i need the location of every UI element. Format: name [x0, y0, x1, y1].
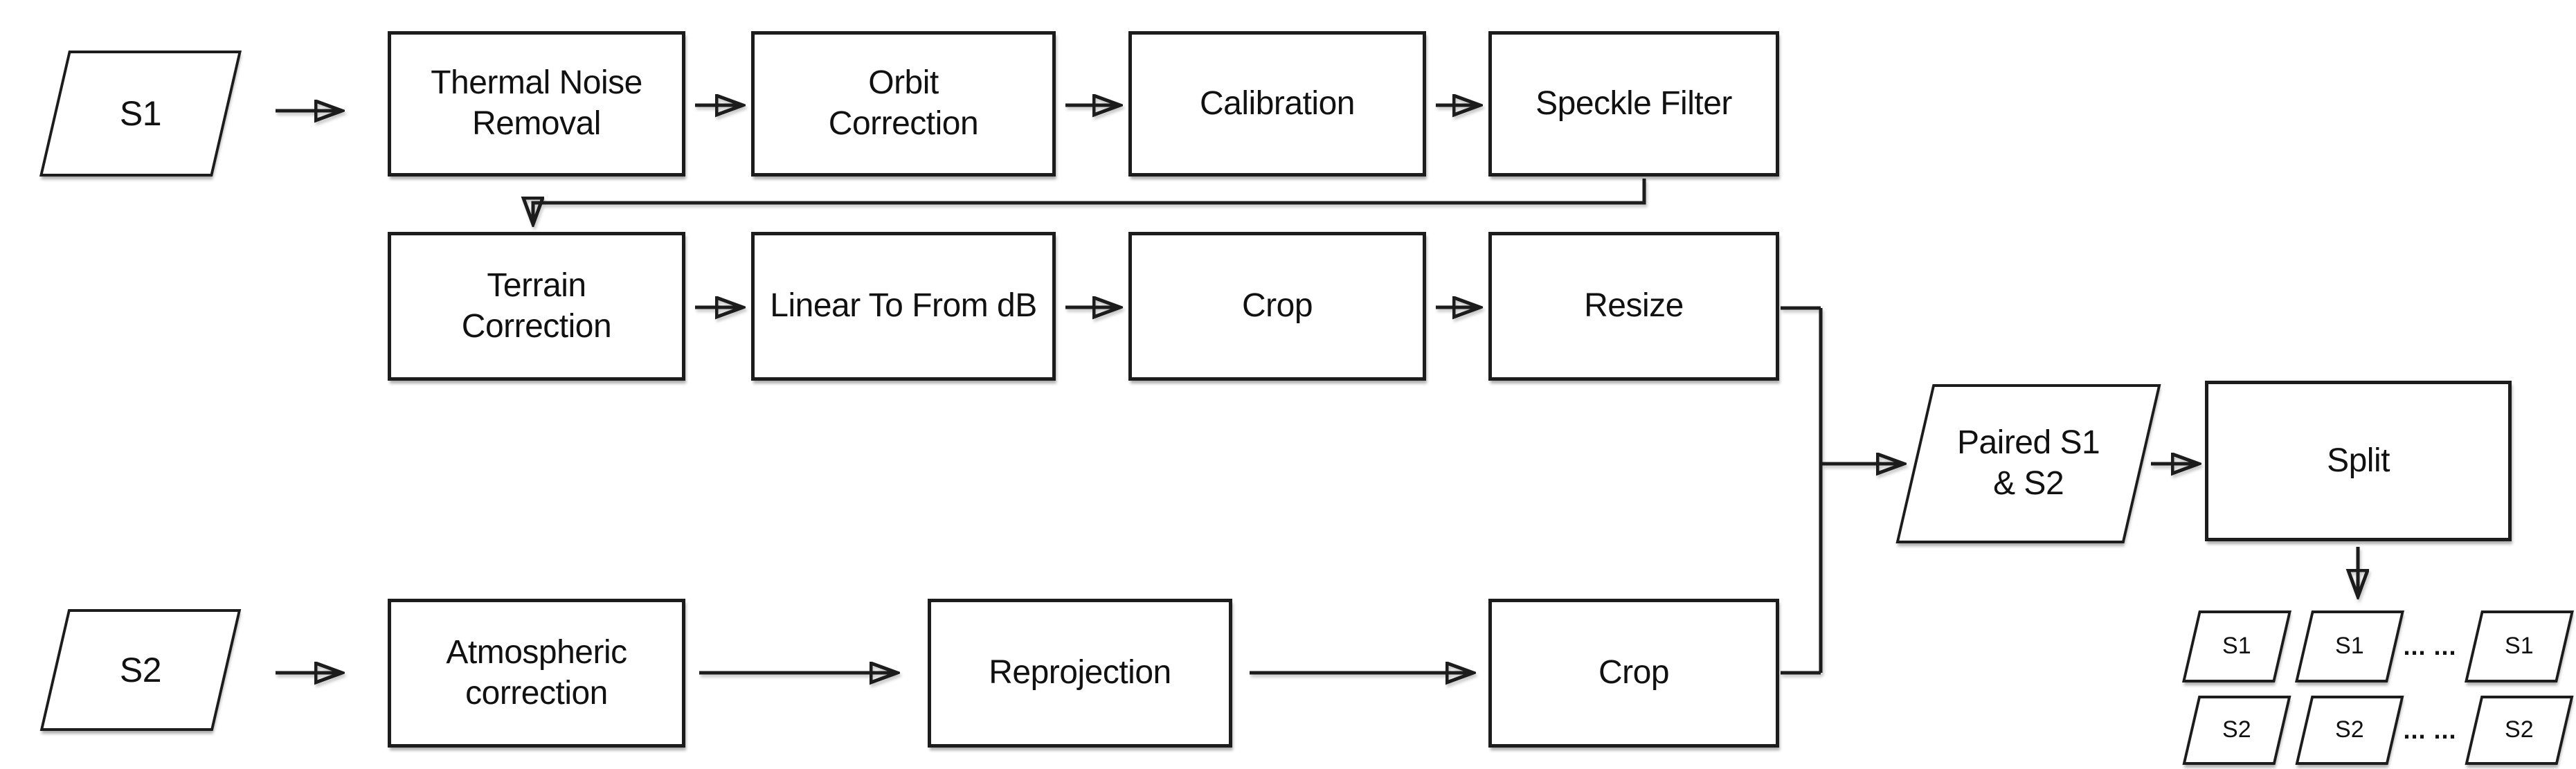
tile-label: S2 — [2222, 716, 2251, 743]
node-label: Thermal Noise Removal — [431, 64, 642, 142]
output-tile-s2-1: S2 — [2182, 696, 2291, 765]
tile-label: S2 — [2335, 716, 2364, 743]
tile-label: S1 — [2505, 633, 2534, 660]
output-tile-s1-1: S1 — [2181, 610, 2292, 682]
node-label: Crop — [1598, 654, 1670, 691]
ellipsis-s1-row: ... ... — [2403, 632, 2457, 660]
connector-speckle-to-terrain — [533, 179, 1646, 224]
node-crop-s1: Crop — [1128, 232, 1426, 381]
node-linear-to-from-db: Linear To From dB — [751, 232, 1056, 381]
node-thermal-noise-removal: Thermal Noise Removal — [388, 31, 685, 177]
node-reprojection: Reprojection — [928, 599, 1232, 748]
node-label: S2 — [119, 650, 162, 689]
ellipsis-s2-row: ... ... — [2403, 716, 2457, 744]
node-terrain-correction: Terrain Correction — [388, 232, 685, 381]
tile-label: S2 — [2505, 716, 2534, 743]
output-tile-s1-3: S1 — [2464, 610, 2575, 682]
node-calibration: Calibration — [1128, 31, 1426, 177]
node-orbit-correction: Orbit Correction — [751, 31, 1056, 177]
node-s2-input: S2 — [39, 609, 242, 731]
node-label: Linear To From dB — [770, 287, 1037, 325]
node-s1-input: S1 — [39, 51, 242, 177]
node-label: Terrain Correction — [461, 266, 612, 345]
node-speckle-filter: Speckle Filter — [1488, 31, 1779, 177]
node-label: Speckle Filter — [1535, 84, 1732, 122]
node-label: S1 — [119, 93, 162, 133]
node-resize: Resize — [1488, 232, 1779, 381]
node-label: Reprojection — [989, 654, 1171, 691]
node-atmospheric-correction: Atmospheric correction — [388, 599, 685, 748]
node-split: Split — [2205, 381, 2512, 541]
node-label: Resize — [1584, 287, 1684, 325]
node-label: Paired S1 & S2 — [1956, 424, 2100, 502]
output-tile-s2-3: S2 — [2465, 696, 2574, 765]
node-label: Orbit Correction — [828, 64, 979, 142]
node-label: Crop — [1241, 287, 1313, 325]
node-label: Split — [2327, 442, 2390, 479]
node-label: Calibration — [1200, 84, 1355, 122]
tile-label: S1 — [2335, 633, 2364, 660]
node-paired-s1-s2: Paired S1 & S2 — [1895, 384, 2161, 543]
tile-label: S1 — [2222, 633, 2251, 660]
node-label: Atmospheric correction — [446, 633, 627, 712]
node-crop-s2: Crop — [1488, 599, 1779, 748]
